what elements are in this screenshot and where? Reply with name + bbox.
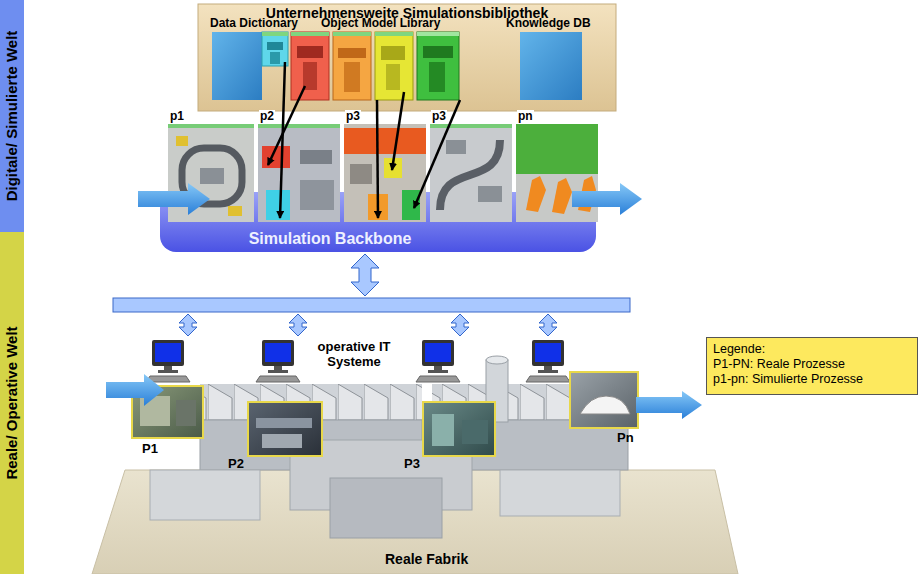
simulation-backbone: Simulation Backbone: [160, 192, 596, 252]
flow-arrow: [636, 391, 702, 419]
node-text: Pn: [617, 431, 634, 446]
legend-text: Legende:: [713, 342, 911, 357]
library-item: Knowledge DB: [504, 17, 596, 103]
library-arrow: [392, 92, 404, 170]
flow-arrow: [572, 183, 642, 215]
node-text: Simulation Backbone: [249, 230, 412, 248]
library-illustration: [198, 4, 616, 111]
node-text: pn: [517, 110, 534, 124]
object-model-library: Object Model Library: [260, 17, 462, 103]
library-item: Data Dictionary: [208, 17, 304, 103]
flow-arrow: [106, 374, 164, 406]
flow-arrow: [138, 183, 210, 215]
real-process: P3: [402, 402, 495, 474]
system-label: operative IT Systeme: [314, 340, 394, 370]
factory-illustration: [92, 356, 738, 574]
node-text: P3: [404, 457, 420, 472]
legend-box: Legende:P1-PN: Reale Prozessep1-pn: Simu…: [706, 337, 918, 395]
node-text: Knowledge DB: [506, 17, 591, 31]
double-arrows: [179, 314, 557, 336]
world-band: Digitale/ Simulierte Welt: [0, 0, 24, 232]
process-photos: [132, 372, 638, 456]
real-process: P1: [132, 386, 203, 458]
node-text: p3: [345, 110, 361, 124]
library-arrow: [377, 100, 378, 218]
process-pictures: [168, 124, 598, 222]
double-arrow: [351, 254, 379, 296]
library-panel: Unternehmensweite SimulationsbibliothekD…: [198, 4, 616, 111]
node-text: P2: [228, 457, 244, 472]
simulated-process: p3: [430, 110, 512, 222]
node-text: Reale/ Operative Welt: [3, 326, 20, 479]
node-text: Digitale/ Simulierte Welt: [3, 31, 20, 202]
library-arrow: [414, 100, 460, 208]
node-text: Object Model Library: [321, 17, 440, 31]
node-text: Data Dictionary: [210, 17, 298, 31]
simulated-process: p1: [168, 110, 254, 222]
it-bus-bar: [113, 298, 630, 312]
world-band: Reale/ Operative Welt: [0, 232, 24, 574]
node-text: p2: [259, 110, 275, 124]
node-text: P1: [142, 442, 158, 457]
real-process: P2: [226, 402, 322, 474]
simulated-process: pn: [516, 110, 598, 222]
node-text: p1: [169, 110, 185, 124]
real-process: Pn: [570, 372, 638, 448]
computer-icons: [146, 340, 570, 382]
simulated-process: p2: [258, 110, 340, 222]
node-text: p3: [431, 110, 447, 124]
legend-text: p1-pn: Simulierte Prozesse: [713, 372, 911, 387]
factory-label: Reale Fabrik: [385, 551, 468, 567]
library-arrow: [268, 86, 305, 165]
legend-text: P1-PN: Reale Prozesse: [713, 357, 911, 372]
simulated-process: p3: [344, 110, 426, 222]
